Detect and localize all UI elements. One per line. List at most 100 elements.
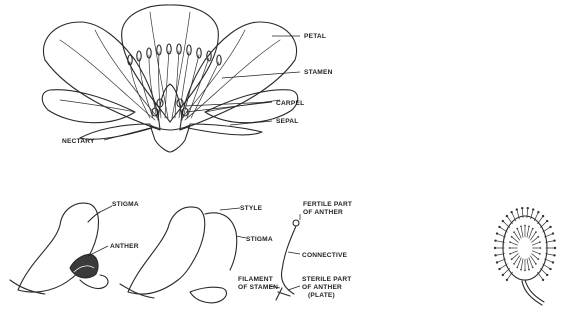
- inner-hair: [521, 226, 523, 237]
- stamen-detail: FERTILE PART OF ANTHER CONNECTIVE FILAME…: [238, 201, 352, 300]
- inner-gland-dot: [511, 236, 513, 238]
- label-stigma-b: STIGMA: [246, 236, 273, 243]
- tentacle: [507, 216, 512, 224]
- gland-dot: [502, 274, 504, 276]
- tentacle: [499, 227, 507, 232]
- inner-gland-dot: [537, 258, 539, 260]
- inner-hair: [529, 229, 533, 239]
- gland-dot: [549, 268, 551, 270]
- gland-dot: [516, 208, 518, 210]
- sterile-leader: [288, 286, 300, 290]
- inner-gland-dot: [516, 228, 518, 230]
- inner-gland-dot: [516, 266, 518, 268]
- tentacle: [543, 264, 551, 269]
- inner-hair: [532, 251, 539, 254]
- label-sterile-2: OF ANTHER: [302, 284, 342, 291]
- inner-gland-dot: [513, 263, 515, 265]
- gland-dot: [527, 207, 529, 209]
- inner-hair: [510, 251, 517, 254]
- inner-gland-dot: [509, 241, 511, 243]
- gland-dot: [552, 232, 554, 234]
- inner-gland-dot: [532, 228, 534, 230]
- inner-gland-dot: [511, 258, 513, 260]
- carpel-leader-2: [186, 102, 272, 112]
- inner-gland-dot: [539, 253, 541, 255]
- label-carpel: CARPEL: [276, 100, 304, 107]
- gland-dot: [506, 215, 508, 217]
- sepal-leader: [230, 121, 272, 125]
- inner-hair: [514, 232, 519, 240]
- glandular-leaf: [494, 207, 556, 305]
- gland-dot: [549, 226, 551, 228]
- label-filament-1: FILAMENT: [238, 276, 273, 283]
- tentacle: [540, 221, 547, 227]
- leaf-petiole: [525, 280, 544, 302]
- gland-dot: [521, 207, 523, 209]
- connective-leader: [288, 252, 300, 254]
- inner-hair: [517, 258, 521, 268]
- flower-section: PETAL STAMEN CARPEL SEPAL NECTARY: [42, 5, 332, 152]
- inner-hair: [510, 242, 517, 245]
- label-stamen: STAMEN: [304, 69, 333, 76]
- label-anther: ANTHER: [110, 243, 139, 250]
- gland-dot: [532, 208, 534, 210]
- petal-outlines: [42, 5, 298, 130]
- stamen-leader: [222, 72, 300, 78]
- gland-dot: [498, 268, 500, 270]
- gland-dot: [498, 226, 500, 228]
- inner-gland-dot: [520, 225, 522, 227]
- inner-gland-dot: [520, 269, 522, 271]
- label-connective: CONNECTIVE: [302, 252, 348, 259]
- gland-dot: [546, 274, 548, 276]
- stigma-leader-a: [100, 206, 112, 212]
- tentacle: [499, 264, 507, 269]
- gland-dot: [496, 261, 498, 263]
- tentacle: [512, 212, 516, 221]
- gland-dot: [553, 254, 555, 256]
- pollination-diagram-a: STIGMA ANTHER: [10, 201, 139, 294]
- connective-stalk: [282, 226, 297, 294]
- gland-dot: [494, 254, 496, 256]
- gland-dot: [542, 279, 544, 281]
- gland-dot: [542, 215, 544, 217]
- gland-dot: [537, 211, 539, 213]
- gland-dot: [502, 220, 504, 222]
- sepal-outlines: [80, 124, 262, 139]
- inner-hair: [532, 237, 539, 243]
- inner-gland-dot: [537, 236, 539, 238]
- label-sterile-1: STERILE PART: [302, 276, 352, 283]
- inner-gland-dot: [509, 247, 511, 249]
- gland-dot: [496, 232, 498, 234]
- tentacle: [503, 221, 510, 227]
- inner-gland-dot: [524, 225, 526, 227]
- label-fertile-2: OF ANTHER: [303, 209, 343, 216]
- tentacle: [538, 216, 543, 224]
- inner-hair: [527, 226, 529, 237]
- inner-hair: [527, 259, 529, 270]
- inner-hair: [521, 259, 523, 270]
- inner-hair: [532, 254, 539, 260]
- inner-hair: [512, 237, 519, 243]
- gland-dot: [494, 247, 496, 249]
- stigma-leader-b: [236, 236, 246, 238]
- gland-dot: [494, 239, 496, 241]
- gland-dot: [554, 247, 556, 249]
- label-sterile-3: (PLATE): [308, 292, 335, 299]
- tentacle: [507, 272, 512, 280]
- label-nectary: NECTARY: [62, 138, 95, 145]
- plate-line: [278, 292, 290, 296]
- tentacle: [538, 272, 543, 280]
- label-style: STYLE: [240, 205, 263, 212]
- inner-gland-dot: [528, 225, 530, 227]
- gland-dot: [510, 211, 512, 213]
- carpel-group: [150, 84, 190, 152]
- inner-gland-dot: [535, 231, 537, 233]
- tentacle: [540, 268, 547, 274]
- inner-hair: [530, 232, 535, 240]
- label-petal: PETAL: [304, 33, 326, 40]
- inner-gland-dot: [539, 241, 541, 243]
- gland-dot: [546, 220, 548, 222]
- style-leader: [220, 208, 240, 210]
- gland-dot: [552, 261, 554, 263]
